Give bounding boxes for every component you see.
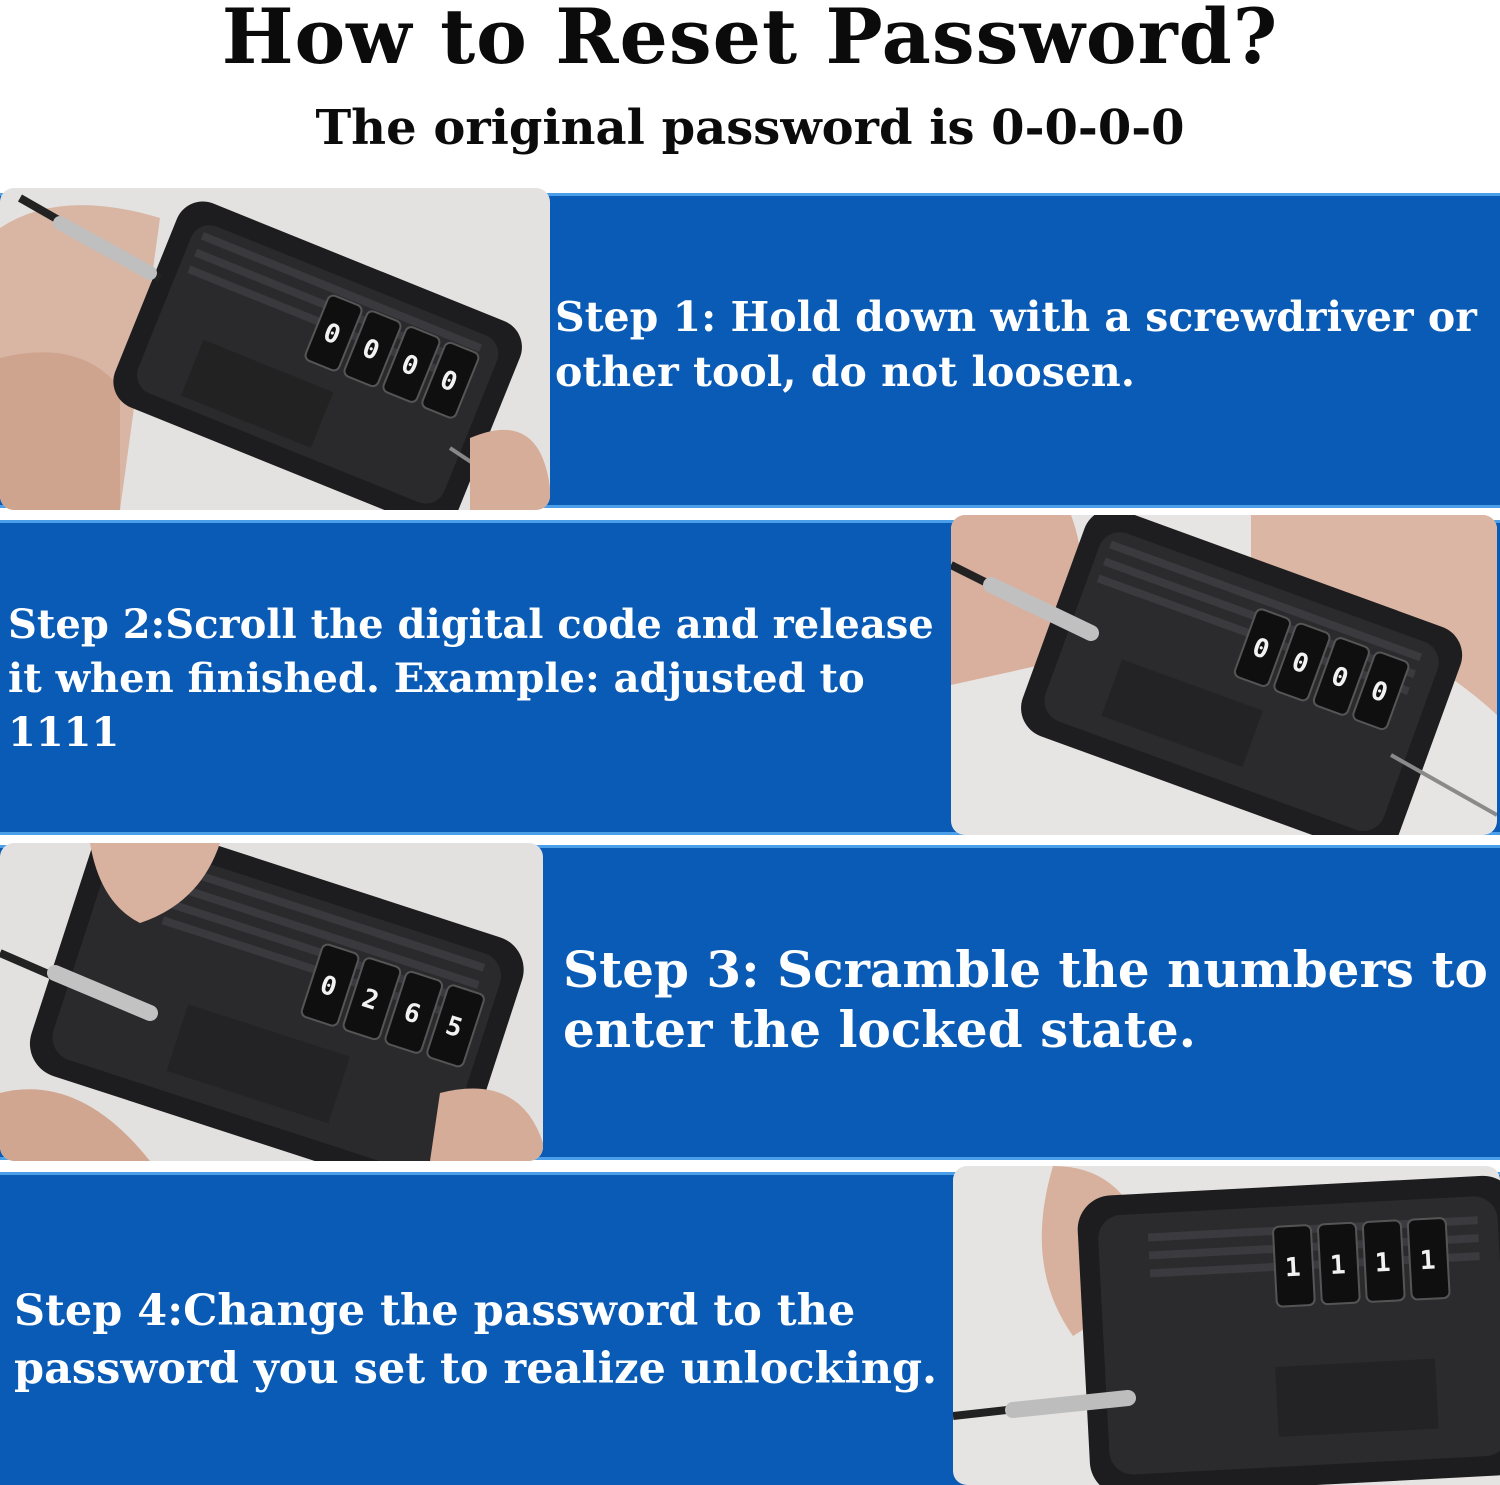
svg-text:1: 1 bbox=[1284, 1253, 1301, 1284]
page-title: How to Reset Password? bbox=[221, 0, 1279, 81]
step-3-text: Step 3: Scramble the numbers to enter th… bbox=[563, 940, 1488, 1059]
svg-text:1: 1 bbox=[1374, 1248, 1391, 1279]
page-subtitle: The original password is 0-0-0-0 bbox=[315, 100, 1185, 156]
step-2-text: Step 2:Scroll the digital code and relea… bbox=[8, 601, 934, 756]
step-1-text: Step 1: Hold down with a screwdriver or … bbox=[555, 293, 1477, 397]
step-4-text: Step 4:Change the password to the passwo… bbox=[14, 1286, 937, 1395]
svg-text:1: 1 bbox=[1419, 1245, 1436, 1276]
svg-text:1: 1 bbox=[1329, 1250, 1346, 1281]
header: How to Reset Password? The original pass… bbox=[0, 0, 1500, 185]
